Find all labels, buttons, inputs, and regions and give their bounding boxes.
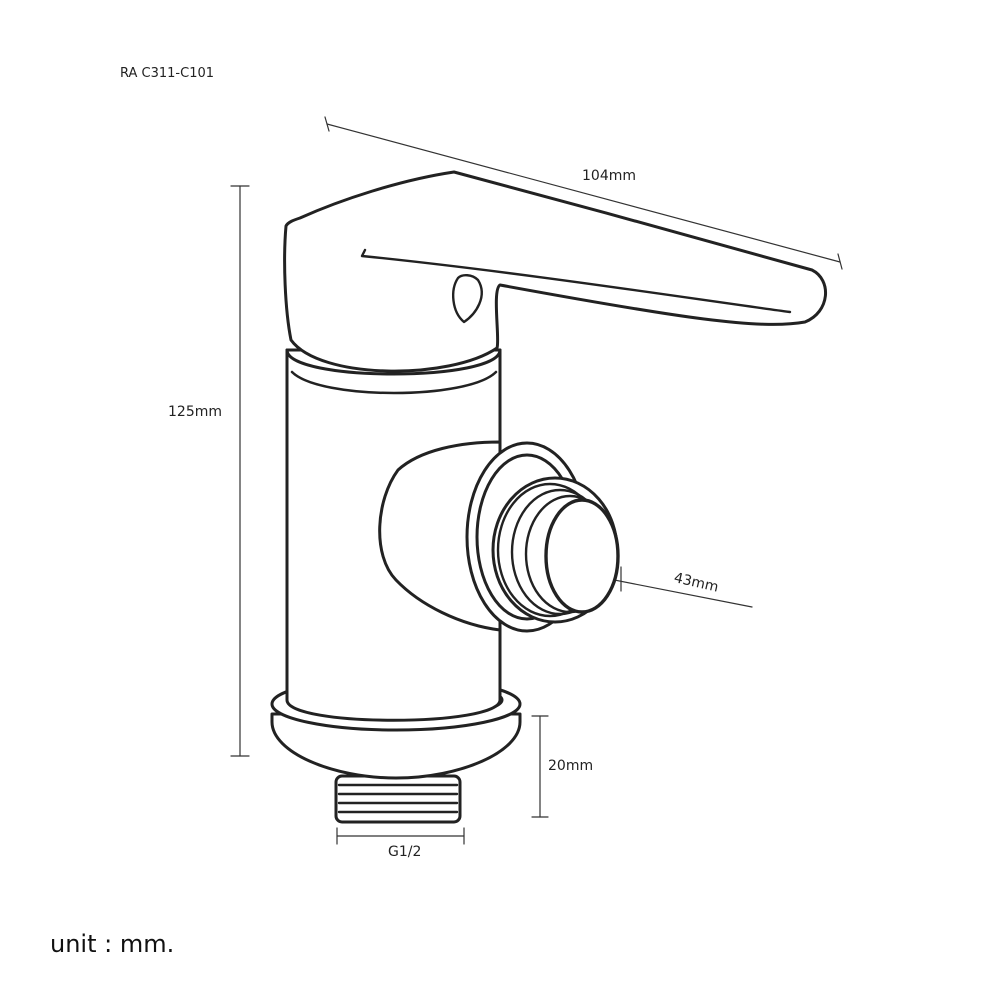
bottom-thread	[334, 774, 462, 824]
length-dimension-label: 104mm	[582, 168, 636, 184]
thread-dimension-label: G1/2	[388, 844, 422, 860]
unit-note: unit : mm.	[50, 930, 175, 958]
faucet-outline	[270, 170, 827, 824]
lever-handle	[283, 170, 827, 373]
lever-pivot	[452, 274, 483, 324]
length-dimension-line	[326, 123, 841, 263]
side-outlet	[378, 440, 620, 633]
base-dimension-label: 20mm	[548, 758, 594, 774]
base-flange	[270, 712, 522, 780]
model-code: RA C311-C101	[120, 66, 215, 81]
height-dimension-label: 125mm	[168, 404, 222, 420]
